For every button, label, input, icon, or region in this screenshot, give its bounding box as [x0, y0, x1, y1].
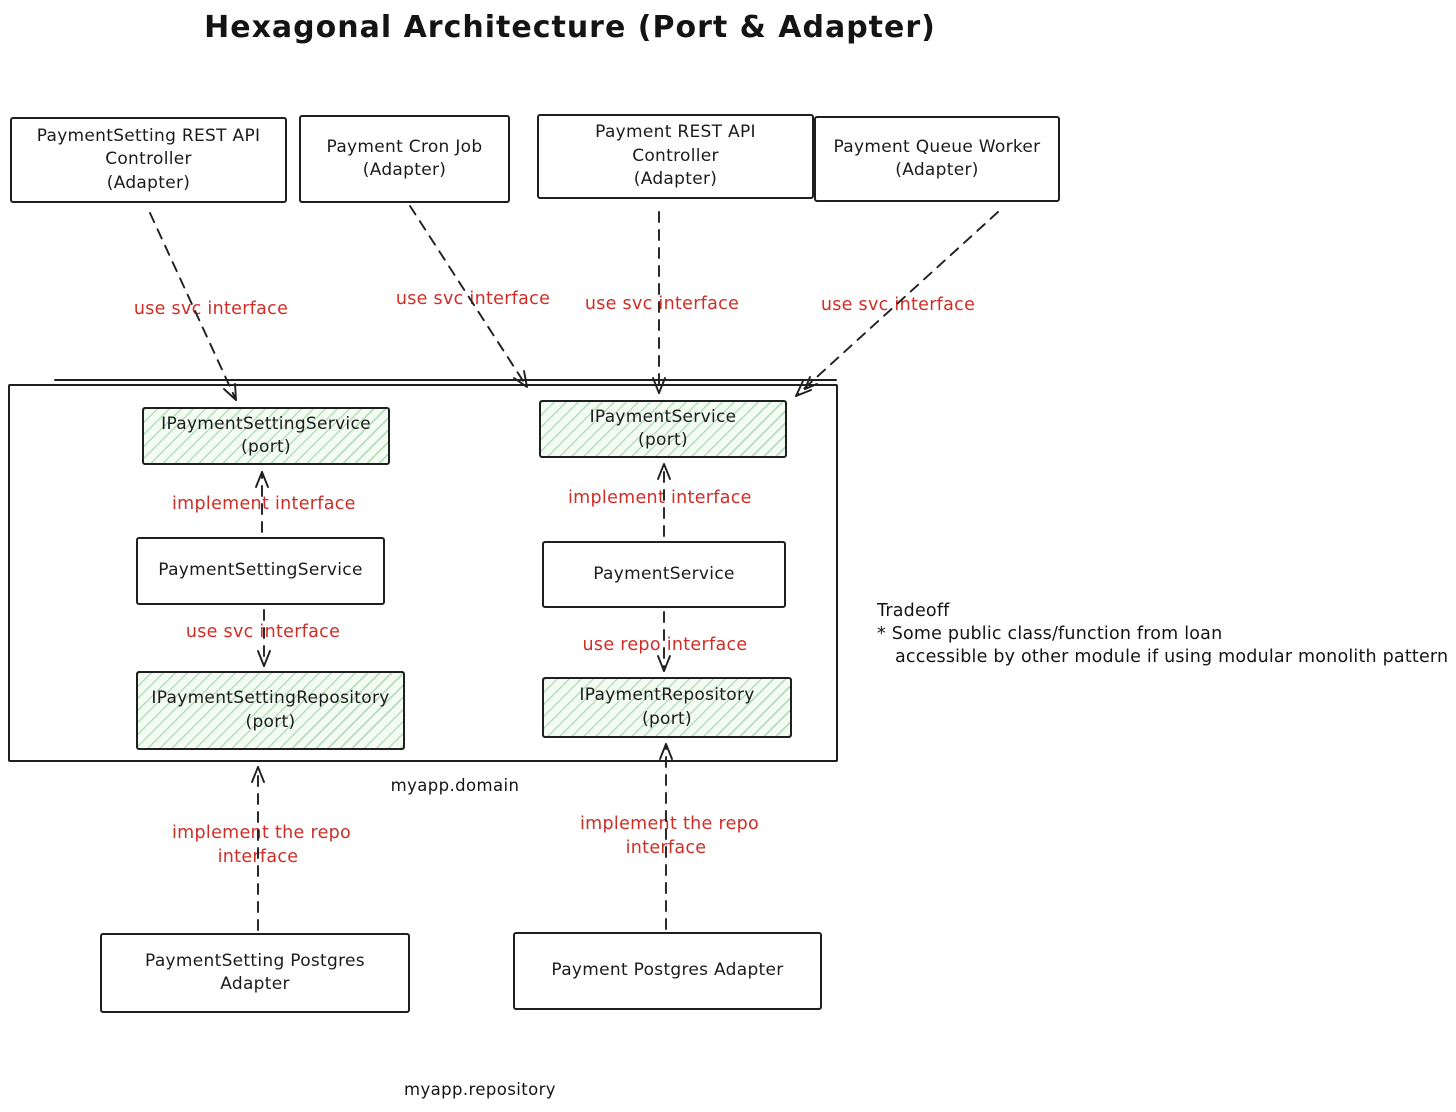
edge-label-use-svc-interface-1: use svc interface — [133, 299, 289, 319]
tradeoff-note-line: * Some public class/function from loan — [877, 624, 1223, 645]
package-label-myapp-repository: myapp.repository — [404, 1080, 556, 1099]
box-label-line: IPaymentRepository — [579, 685, 755, 706]
box-label-line: (port) — [638, 430, 688, 450]
edge-label-use-svc-interface-mid: use svc interface — [185, 622, 341, 642]
edge-label-use-repo-interface-mid: use repo interface — [582, 635, 748, 655]
box-label-line: (Adapter) — [106, 172, 191, 193]
box-label-line: (port) — [241, 437, 291, 457]
adapter-box-paymentsetting-postgres: PaymentSetting Postgres Adapter — [100, 933, 410, 1013]
box-label-line: (port) — [245, 711, 296, 732]
port-box-ipaymentsettingservice: IPaymentSettingService (port) — [142, 407, 390, 465]
box-label-line: IPaymentService — [589, 406, 737, 427]
box-label-line: (Adapter) — [633, 169, 718, 190]
box-label-line: Adapter — [220, 974, 290, 994]
adapter-box-payment-cron-job: Payment Cron Job (Adapter) — [299, 115, 510, 203]
box-label-line: PaymentService — [593, 563, 735, 584]
box-label-line: (Adapter) — [895, 160, 979, 180]
package-label-myapp-domain: myapp.domain — [390, 776, 520, 795]
box-label-line: IPaymentSettingRepository — [151, 688, 390, 709]
port-box-ipaymentsettingrepository: IPaymentSettingRepository (port) — [136, 671, 405, 750]
box-label-line: PaymentSetting REST API — [36, 125, 261, 146]
edge-label-line: implement the repo — [172, 823, 352, 843]
page-title: Hexagonal Architecture (Port & Adapter) — [204, 10, 936, 45]
box-label-line: Payment Cron Job — [326, 136, 483, 157]
edge-label-implement-interface-right: implement interface — [568, 488, 752, 508]
adapter-box-payment-rest-api-controller: Payment REST API Controller (Adapter) — [537, 114, 814, 199]
box-label-line: PaymentSetting Postgres — [145, 950, 365, 971]
tradeoff-note-line: accessible by other module if using modu… — [895, 647, 1449, 668]
box-label-line: PaymentSettingService — [158, 560, 363, 581]
adapter-box-paymentsetting-rest-api-controller: PaymentSetting REST API Controller (Adap… — [10, 117, 287, 203]
edge-label-line: interface — [625, 837, 707, 858]
tradeoff-note: Tradeoff * Some public class/function fr… — [877, 600, 1448, 669]
edge-label-use-svc-interface-2: use svc interface — [395, 289, 551, 309]
adapter-box-payment-queue-worker: Payment Queue Worker (Adapter) — [814, 116, 1060, 202]
box-label-line: Payment REST API — [595, 122, 756, 143]
arrowhead-implement-repo-left — [251, 766, 265, 783]
edge-label-use-svc-interface-3: use svc interface — [584, 294, 740, 314]
edge-label-use-svc-interface-4: use svc interface — [820, 295, 976, 315]
box-label-line: Controller — [632, 145, 719, 166]
adapter-box-payment-postgres: Payment Postgres Adapter — [513, 932, 822, 1010]
service-box-paymentservice: PaymentService — [542, 541, 786, 608]
tradeoff-note-line: Tradeoff — [877, 601, 950, 621]
box-label-line: (Adapter) — [362, 160, 447, 180]
port-box-ipaymentrepository: IPaymentRepository (port) — [542, 677, 792, 738]
box-label-line: Controller — [105, 149, 192, 170]
service-box-paymentsettingservice: PaymentSettingService — [136, 537, 385, 605]
edge-label-implement-interface-left: implement interface — [172, 494, 356, 514]
edge-label-line: interface — [217, 846, 299, 867]
edge-label-implement-repo-right: implement the repo interface — [580, 813, 760, 860]
box-label-line: IPaymentSettingService — [161, 413, 371, 434]
box-label-line: (port) — [642, 708, 692, 729]
edge-label-implement-repo-left: implement the repo interface — [172, 822, 352, 869]
box-label-line: Payment Queue Worker — [833, 136, 1041, 157]
port-box-ipaymentservice: IPaymentService (port) — [539, 400, 787, 458]
edge-label-line: implement the repo — [580, 814, 760, 834]
box-label-line: Payment Postgres Adapter — [551, 960, 784, 981]
